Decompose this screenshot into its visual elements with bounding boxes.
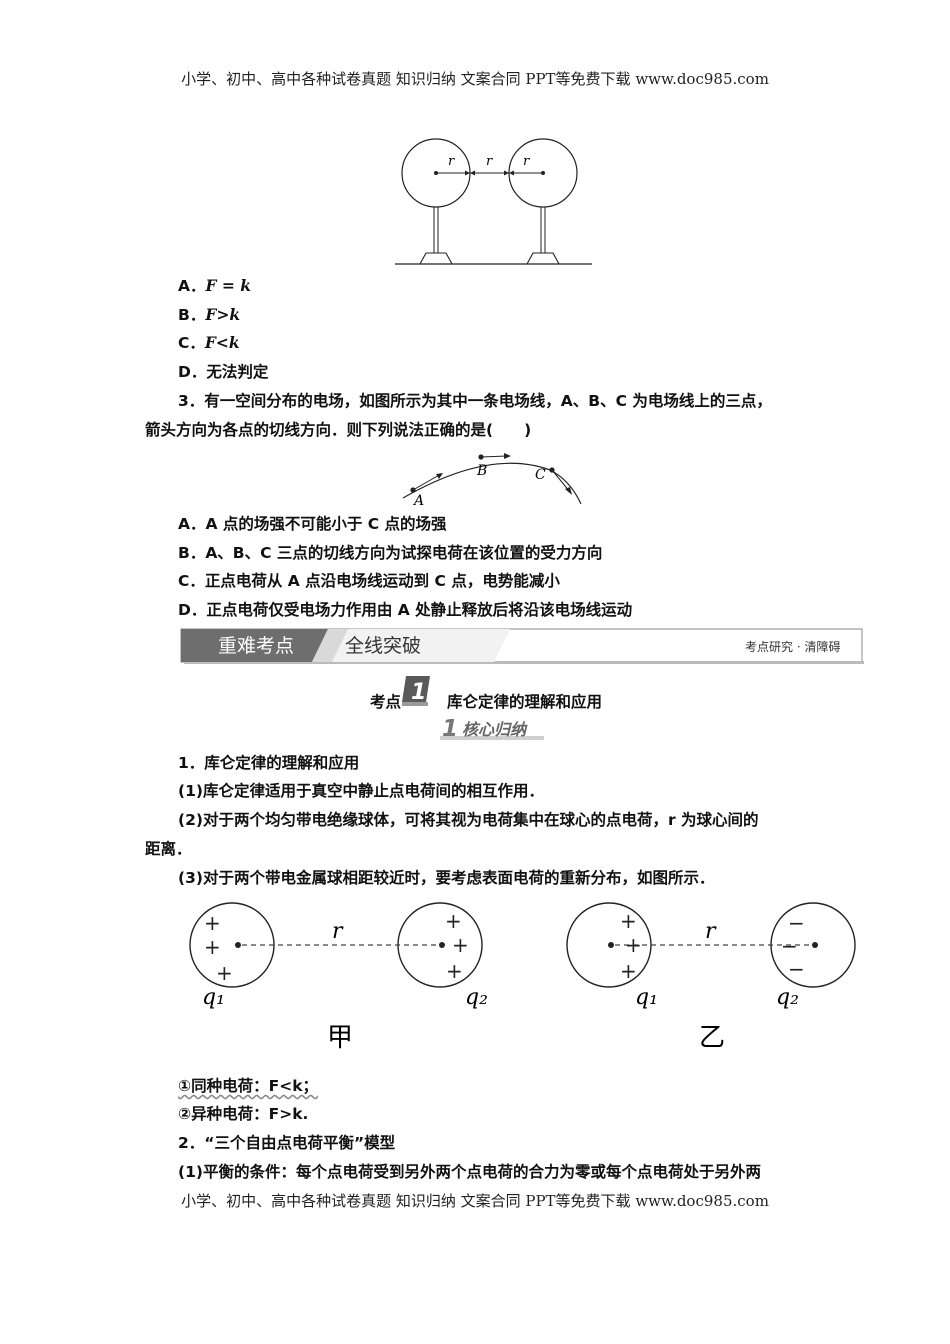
figure-yi: r +++ −−− q₁ q₂ 乙	[566, 902, 856, 1053]
svg-text:+: +	[204, 935, 221, 959]
topic-prefix: 考点	[370, 693, 402, 711]
svg-text:−: −	[788, 957, 805, 981]
field-line-figure: A B C	[402, 453, 582, 509]
point-b-label: B	[476, 463, 487, 479]
svg-text:+: +	[204, 911, 221, 935]
section-2-p1: (1)平衡的条件：每个点电荷受到另外两个点电荷的合力为零或每个点电荷处于另外两	[178, 1163, 761, 1181]
svg-text:+: +	[446, 959, 463, 983]
section-1-p2-line1: (2)对于两个均匀带电绝缘球体，可将其视为电荷集中在球心的点电荷，r 为球心间的	[178, 811, 759, 829]
topic-number-badge: 1	[402, 676, 430, 706]
distance-label: r	[486, 154, 493, 169]
section-1-p3: (3)对于两个带电金属球相距较近时，要考虑表面电荷的重新分布，如图所示．	[178, 869, 715, 887]
svg-text:−: −	[788, 911, 805, 935]
q3-option-a[interactable]: A．A 点的场强不可能小于 C 点的场强	[178, 515, 447, 533]
option-d[interactable]: D．无法判定	[178, 363, 269, 381]
q3-option-d[interactable]: D．正点电荷仅受电场力作用由 A 处静止释放后将沿该电场线运动	[178, 601, 633, 619]
option-b[interactable]: B．F>k	[178, 305, 241, 324]
option-a[interactable]: A．F = k	[178, 276, 252, 295]
svg-text:+: +	[216, 961, 233, 985]
svg-text:+: +	[445, 909, 462, 933]
q3-option-b[interactable]: B．A、B、C 三点的切线方向为试探电荷在该位置的受力方向	[178, 544, 603, 562]
svg-text:+: +	[620, 959, 637, 983]
same-charge-case: ①同种电荷：F<k；	[178, 1077, 319, 1095]
topic-title: 库仑定律的理解和应用	[447, 693, 603, 711]
page-header: 小学、初中、高中各种试卷真题 知识归纳 文案合同 PPT等免费下载 www.do…	[181, 70, 769, 88]
banner-middle-text: 全线突破	[345, 635, 421, 657]
radius-label-left: r	[448, 154, 455, 169]
jia-q1-label: q₁	[202, 985, 225, 1010]
svg-text:+: +	[625, 933, 642, 957]
section-1-p2-line2: 距离．	[145, 840, 192, 858]
yi-q2-label: q₂	[776, 985, 799, 1010]
two-spheres-figure: r r r	[395, 138, 592, 265]
yi-q1-label: q₁	[635, 985, 658, 1010]
section-2-title: 2．“三个自由点电荷平衡”模型	[178, 1134, 396, 1152]
svg-text:1: 1	[442, 716, 458, 742]
svg-text:+: +	[452, 933, 469, 957]
section-1-title: 1．库仑定律的理解和应用	[178, 754, 360, 772]
q3-option-c[interactable]: C．正点电荷从 A 点沿电场线运动到 C 点，电势能减小	[178, 572, 560, 590]
core-summary-subhead: 1 核心归纳	[440, 716, 544, 742]
banner-left-text: 重难考点	[218, 635, 294, 657]
figure-jia: r +++ +++ q₁ q₂ 甲	[189, 902, 488, 1053]
yi-distance-label: r	[705, 919, 717, 944]
question-3-line1: 3．有一空间分布的电场，如图所示为其中一条电场线，A、B、C 为电场线上的三点，	[178, 392, 772, 410]
svg-text:1: 1	[411, 680, 426, 705]
jia-q2-label: q₂	[465, 985, 488, 1010]
page-footer: 小学、初中、高中各种试卷真题 知识归纳 文案合同 PPT等免费下载 www.do…	[181, 1192, 769, 1210]
radius-label-right: r	[523, 154, 530, 169]
point-a-label: A	[412, 493, 424, 509]
banner-right-text: 考点研究 · 清障碍	[745, 639, 840, 654]
yi-caption: 乙	[699, 1023, 725, 1053]
section-banner: 重难考点 全线突破 考点研究 · 清障碍	[180, 628, 864, 664]
question-3-line2: 箭头方向为各点的切线方向．则下列说法正确的是( )	[145, 421, 532, 439]
svg-text:−: −	[781, 934, 798, 958]
section-1-p1: (1)库仑定律适用于真空中静止点电荷间的相互作用．	[178, 782, 544, 800]
point-c-label: C	[535, 467, 546, 483]
option-c[interactable]: C．F<k	[178, 333, 240, 352]
svg-text:核心归纳: 核心归纳	[462, 720, 528, 739]
svg-text:+: +	[620, 909, 637, 933]
jia-distance-label: r	[332, 919, 344, 944]
opposite-charge-case: ②异种电荷：F>k.	[178, 1105, 309, 1123]
jia-caption: 甲	[327, 1023, 353, 1053]
